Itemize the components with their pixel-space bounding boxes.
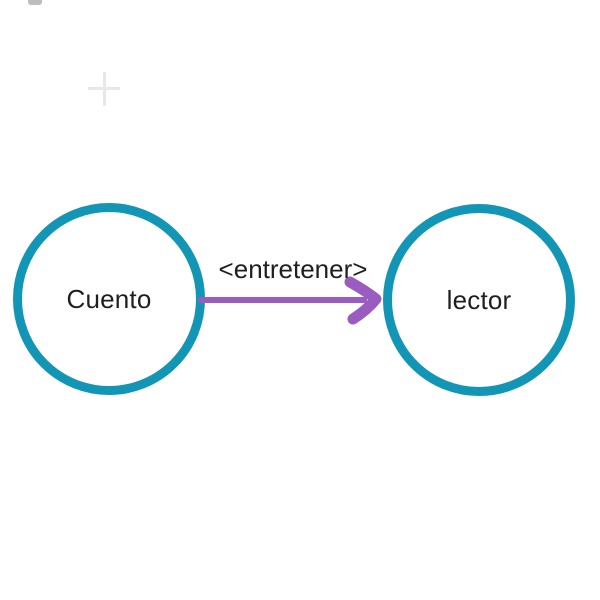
arrow-head-icon [344,276,382,325]
crosshair-artifact [88,72,120,106]
cropped-toolbar-artifact [28,0,42,5]
relation-label: <entretener> [218,254,368,284]
node-lector[interactable]: lector [383,204,575,396]
crosshair-horizontal-line [88,87,120,90]
node-cuento-label: Cuento [66,283,152,314]
node-lector-label: lector [446,284,512,315]
